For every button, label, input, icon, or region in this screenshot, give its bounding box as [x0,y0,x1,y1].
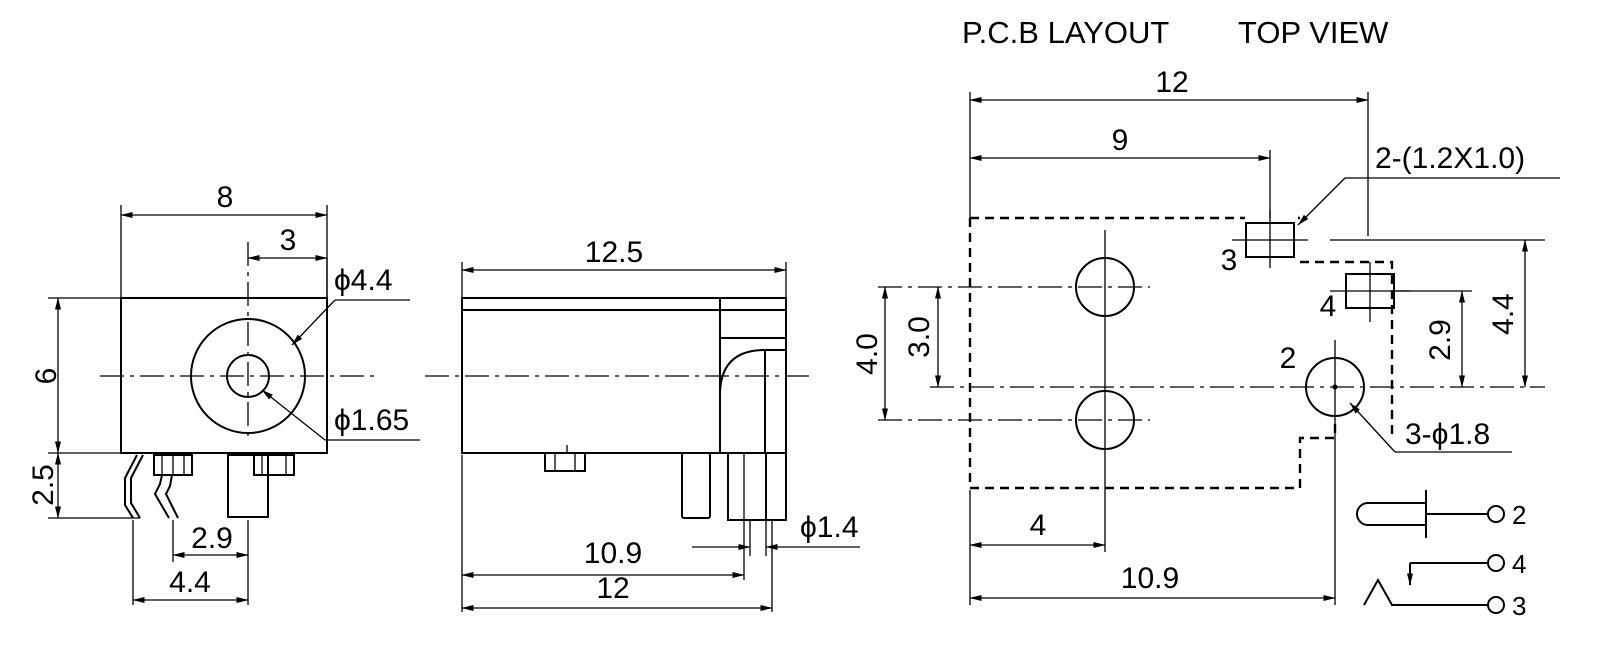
pcb-pin-label-2: 2 [1280,342,1297,375]
side-view: 12.5 10.9 12 ϕ1.4 [425,236,860,612]
dim-hole-span-inner-label: 3.0 [903,316,936,358]
leader-outer-diameter [291,299,336,346]
footprint-outline [968,218,1337,490]
dim-outer-diameter-label: ϕ4.4 [334,264,393,297]
leader-inner-diameter [261,389,326,441]
terminal-3-circle [1487,596,1505,614]
dim-bottom-length-label: 10.9 [1121,562,1179,595]
dim-inner-diameter-label: ϕ1.65 [334,404,409,437]
dim-pcb-width-label: 12 [1155,66,1188,99]
dim-pin-span-label: 4.4 [1487,293,1520,335]
dim-width-label: 8 [217,181,234,214]
dim-height-label: 6 [30,368,63,385]
dim-offset-label: 3 [280,224,297,257]
sleeve-symbol [1363,577,1488,606]
leader-hole-callout [1349,402,1396,453]
jack-schematic-symbol: 2 4 3 [1356,490,1526,621]
dim-pin-spacing-b-label: 4.4 [169,566,211,599]
terminal-label-2: 2 [1512,500,1526,530]
dim-pin-height-label: 2.5 [27,464,60,506]
slot-callout-label: 2-(1.2X1.0) [1375,142,1525,175]
leader-slot-callout [1297,177,1346,226]
dim-pin-diameter-label: ϕ1.4 [800,511,859,544]
terminal-label-3: 3 [1512,591,1526,621]
terminal-label-4: 4 [1512,549,1526,579]
dim-hole-span-outer-label: 4.0 [851,333,884,375]
hole-callout-label: 3-ϕ1.8 [1405,418,1490,451]
dim-pin-spacing-a-label: 2.9 [191,522,233,555]
dim-length-label: 12.5 [585,236,643,269]
pcb-layout-view: P.C.B LAYOUT TOP VIEW 12 9 2-(1.2X1.0) 3… [851,15,1560,605]
dim-left-offset-label: 4 [1030,509,1047,542]
terminal-4-circle [1487,554,1505,572]
dim-pin-position-label: 10.9 [584,537,642,570]
dim-total-length-label: 12 [596,572,629,605]
dim-pin-offset-label: 2.9 [1424,319,1457,361]
pcb-layout-title: P.C.B LAYOUT [962,15,1169,50]
dim-pad-position-label: 9 [1112,124,1129,157]
pcb-pin-label-3: 3 [1221,244,1238,277]
front-view: 8 3 ϕ4.4 ϕ1.65 6 [27,181,420,605]
front-pins [124,454,295,519]
plug-symbol [1356,502,1427,526]
top-view-title: TOP VIEW [1238,15,1389,50]
pcb-pin-label-4: 4 [1320,290,1337,323]
terminal-2-circle [1487,505,1505,523]
